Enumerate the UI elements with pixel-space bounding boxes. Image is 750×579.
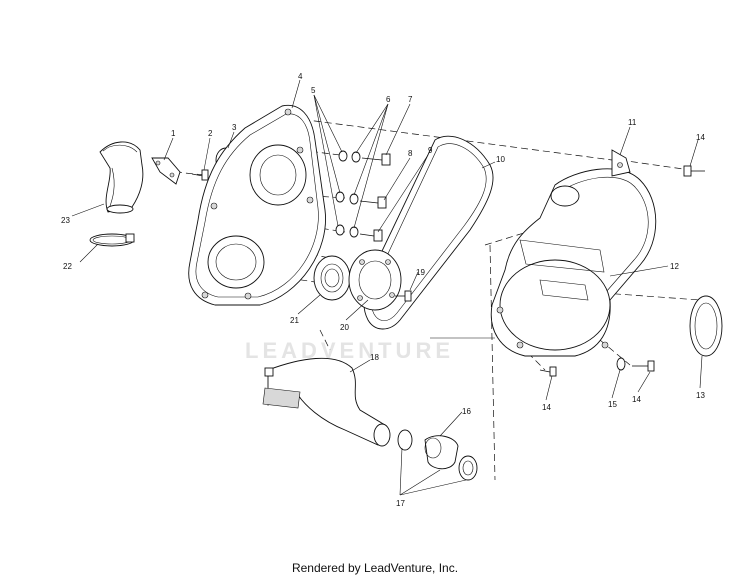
callout-9: 9 bbox=[428, 146, 433, 155]
callout-6: 6 bbox=[386, 95, 391, 104]
callout-19: 19 bbox=[416, 268, 425, 277]
callout-14-left: 14 bbox=[542, 403, 551, 412]
callout-18: 18 bbox=[370, 353, 379, 362]
callout-2: 2 bbox=[208, 129, 213, 138]
part-20-bearing-plate bbox=[348, 249, 402, 311]
part-14-screws bbox=[539, 165, 705, 377]
callout-13: 13 bbox=[696, 391, 705, 400]
callout-14-top: 14 bbox=[696, 133, 705, 142]
callout-1: 1 bbox=[171, 129, 176, 138]
part-22-clamp bbox=[89, 233, 135, 247]
callout-11: 11 bbox=[628, 118, 637, 127]
part-11-outer-cover bbox=[490, 149, 657, 357]
part-23-intake-elbow bbox=[99, 141, 144, 214]
callout-4: 4 bbox=[298, 72, 303, 81]
part-21-seal bbox=[313, 255, 351, 301]
part-15-washer bbox=[616, 357, 626, 371]
part-2-screw bbox=[191, 169, 209, 181]
callout-15: 15 bbox=[608, 400, 617, 409]
callout-20: 20 bbox=[340, 323, 349, 332]
part-13-cap bbox=[689, 295, 723, 357]
leader-lines bbox=[71, 79, 703, 496]
callout-12: 12 bbox=[670, 262, 679, 271]
part-1-bracket bbox=[151, 157, 181, 185]
washers-and-bolts bbox=[335, 150, 391, 242]
callout-23: 23 bbox=[61, 216, 70, 225]
callout-17: 17 bbox=[396, 499, 405, 508]
callout-14-right: 14 bbox=[632, 395, 641, 404]
callout-8: 8 bbox=[408, 149, 413, 158]
callout-7: 7 bbox=[408, 95, 413, 104]
footer-credit: Rendered by LeadVenture, Inc. bbox=[291, 561, 459, 575]
part-4-inner-cover bbox=[188, 104, 326, 306]
part-18-duct bbox=[262, 357, 391, 447]
callout-16: 16 bbox=[462, 407, 471, 416]
callout-21: 21 bbox=[290, 316, 299, 325]
watermark: LEADVENTURE bbox=[245, 338, 454, 363]
callout-5: 5 bbox=[311, 86, 316, 95]
part-16-17-sleeve-clamps bbox=[397, 429, 478, 481]
callout-22: 22 bbox=[63, 262, 72, 271]
part-19-screw bbox=[395, 290, 412, 302]
callout-10: 10 bbox=[496, 155, 505, 164]
callout-labels: 1 2 3 4 5 6 7 8 9 10 11 12 13 14 14 14 1… bbox=[61, 72, 705, 508]
callout-3: 3 bbox=[232, 123, 237, 132]
